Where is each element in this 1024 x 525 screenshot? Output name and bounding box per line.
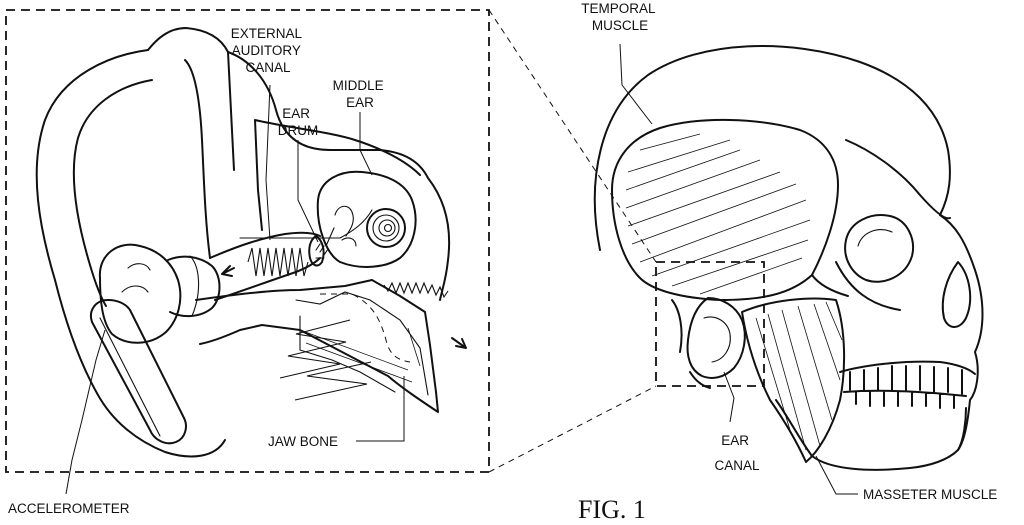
jaw-bone-section [195, 279, 439, 413]
accelerometer-label: ACCELEROMETER [8, 501, 130, 516]
canal-lower-wall [214, 257, 321, 301]
temporal-leader [619, 43, 653, 125]
cheekbone [811, 261, 901, 311]
temporal-line-2: MUSCLE [592, 18, 648, 33]
face-profile [939, 214, 984, 451]
middle-ear-line-1: MIDDLE [333, 78, 384, 93]
canal-upper-wall [209, 231, 321, 259]
ossicles [325, 205, 357, 247]
ear-drum-line-2: DRUM [278, 123, 319, 138]
earbud-highlight [121, 263, 151, 293]
magnified-ear-view [5, 9, 490, 473]
jaw-bone-fill-lines [299, 327, 421, 383]
ear-region-box [655, 261, 765, 387]
jaw-bone-inner [295, 291, 429, 396]
antihelix [184, 59, 211, 259]
mastoid [671, 299, 711, 389]
skull-section [254, 119, 421, 231]
pinna-inner-outline [72, 79, 153, 307]
magnified-region-border [5, 9, 490, 473]
lower-teeth [843, 389, 967, 409]
external-auditory-canal-label: EXTERNAL AUDITORY CANAL [231, 26, 306, 75]
ext-canal-line-3: CANAL [245, 60, 291, 75]
masseter-leader [815, 455, 858, 495]
earbud-tip [167, 255, 221, 318]
canal-arrow [221, 265, 235, 277]
masseter-fibers [755, 301, 843, 451]
canal-vibration-wave [247, 247, 309, 277]
nose-cavity [941, 261, 972, 328]
masseter-muscle-label: MASSETER MUSCLE [863, 487, 997, 502]
ear-drum-line-1: EAR [282, 106, 310, 121]
mandible [775, 399, 967, 471]
skull-view [593, 45, 984, 471]
earbud-stem-edge [99, 317, 161, 437]
ear-region-inner [703, 316, 731, 363]
cranium-outline [593, 45, 951, 251]
jaw-bone-label: JAW BONE [268, 434, 338, 449]
jaw-vibration-wave [279, 319, 372, 401]
outgoing-wave [383, 281, 449, 299]
temporal-muscle-fibers [625, 133, 811, 295]
middle-ear-line-2: EAR [346, 95, 374, 110]
ear-drum-membrane [308, 235, 325, 267]
ear-region [686, 297, 746, 379]
eye-socket [844, 214, 914, 283]
zoom-connector-bottom [488, 385, 657, 473]
ext-canal-leader [265, 84, 271, 241]
middle-ear-cavity [316, 170, 417, 268]
earbud-tip-ring [189, 255, 200, 317]
middle-ear-leader [359, 112, 373, 176]
earbud-stem [90, 299, 187, 445]
helix-upper [147, 27, 235, 171]
ext-canal-line-1: EXTERNAL [231, 26, 303, 41]
earbud-body [98, 243, 182, 344]
middle-ear-label: MIDDLE EAR [333, 78, 388, 110]
ear-canal-line-1: EAR [721, 433, 749, 448]
skin-section-top [227, 51, 451, 301]
zoom-connector-top [488, 9, 657, 263]
temporal-muscle-label: TEMPORAL MUSCLE [581, 1, 659, 33]
temporal-muscle-outline [611, 119, 839, 301]
masseter-muscle [741, 297, 846, 463]
ear-canal-line-2: CANAL [714, 458, 760, 473]
pinna-outline [35, 49, 226, 458]
jaw-bone-leader [356, 376, 405, 442]
ear-drum-leader [297, 140, 319, 243]
ear-drum-label: EAR DRUM [278, 106, 319, 138]
ear-canal-label: EAR CANAL [714, 433, 760, 473]
figure-label: FIG. 1 [578, 495, 646, 524]
cochlea [366, 208, 406, 248]
eye-socket-inner [857, 229, 893, 247]
outgoing-arrow [451, 337, 467, 349]
canal-inner-bone-line [239, 209, 373, 239]
upper-teeth [839, 360, 976, 395]
ear-canal-leader [723, 371, 735, 423]
jaw-vibration-path [320, 293, 411, 363]
temporal-line-1: TEMPORAL [581, 1, 656, 16]
forehead-ridge [845, 139, 951, 220]
ext-canal-line-2: AUDITORY [232, 43, 301, 58]
vibration-hand-icon [315, 243, 329, 259]
accelerometer-leader [65, 329, 106, 495]
